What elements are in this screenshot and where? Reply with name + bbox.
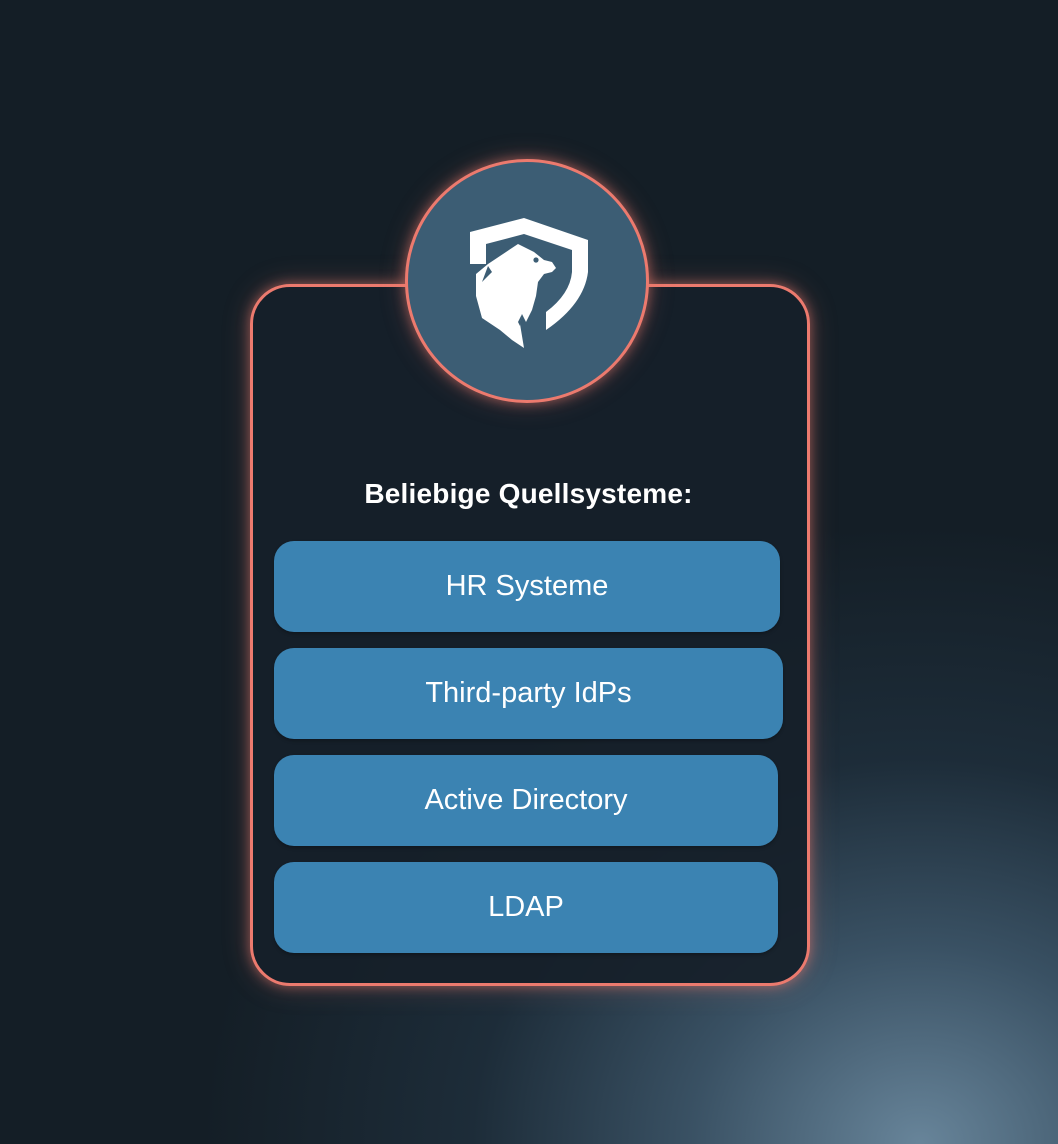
source-item-hr-systems[interactable]: HR Systeme: [274, 541, 780, 632]
logo-badge: [405, 159, 649, 403]
heading: Beliebige Quellsysteme:: [364, 478, 693, 509]
source-item-active-directory[interactable]: Active Directory: [274, 755, 778, 846]
source-item-ldap[interactable]: LDAP: [274, 862, 778, 953]
shield-bear-icon: [470, 218, 588, 348]
source-item-third-party-idps[interactable]: Third-party IdPs: [274, 648, 783, 739]
